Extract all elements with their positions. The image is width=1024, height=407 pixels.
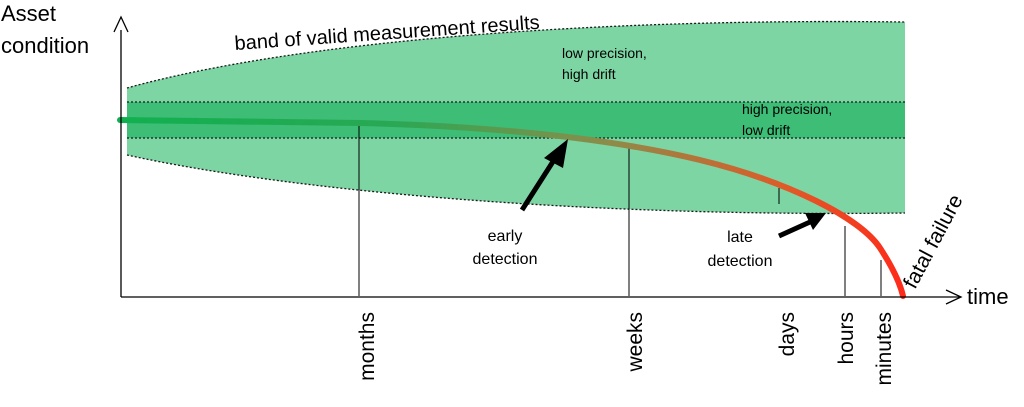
x-axis-arrowhead: [945, 289, 963, 305]
y-axis-arrowhead: [113, 15, 129, 33]
inner-band-note-line1: high precision,: [742, 101, 832, 117]
time-label-months: months: [356, 312, 379, 381]
time-label-hours: hours: [835, 312, 858, 365]
x-axis-title: time: [967, 284, 1009, 309]
fatal-failure-label: fatal failure: [899, 191, 968, 293]
time-label-minutes: minutes: [873, 312, 896, 386]
condition-curve: [117, 117, 906, 299]
y-axis-title-line2: condition: [1, 33, 89, 58]
time-label-weeks: weeks: [624, 312, 647, 373]
early-detection-label-line1: early: [488, 228, 523, 245]
outer-band-note-line1: low precision,: [562, 45, 647, 61]
late-detection-label-line2: detection: [708, 253, 773, 270]
late-detection-arrow: [777, 213, 826, 239]
early-detection-arrow: [519, 139, 568, 212]
outer-band-note-line2: high drift: [562, 66, 616, 82]
late-detection-label-line1: late: [727, 229, 753, 246]
y-axis-title-line1: Asset: [1, 1, 56, 26]
inner-band-note-line2: low drift: [742, 122, 790, 138]
early-detection-label-line2: detection: [473, 251, 538, 268]
time-label-days: days: [776, 312, 799, 356]
outer-band-top-border: [126, 20, 906, 89]
